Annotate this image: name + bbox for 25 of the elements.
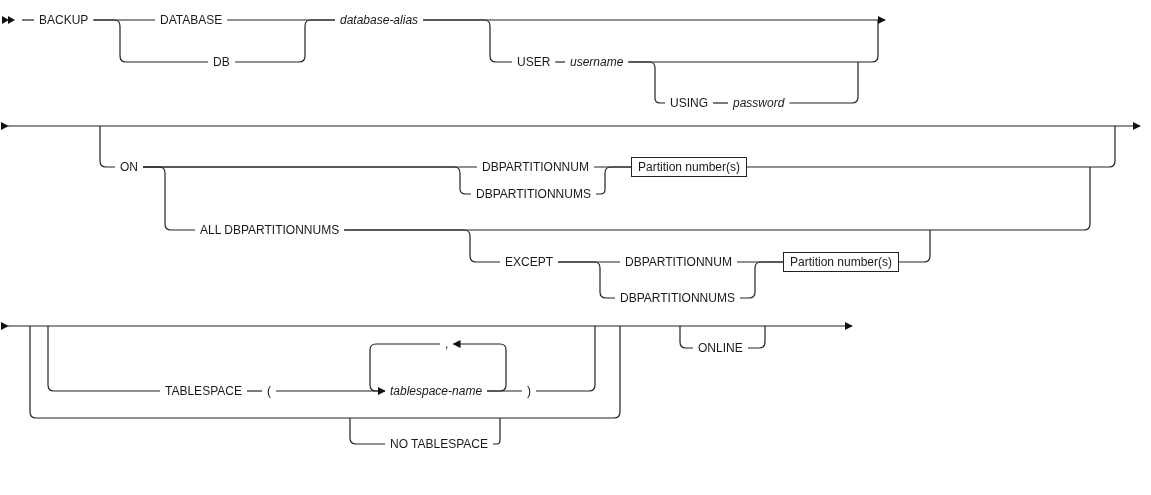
parameter-box: Partition number(s) [631,157,748,177]
connector-line [92,19,209,63]
connector-line [898,229,931,263]
parameter-box: Partition number(s) [783,252,900,272]
connector-line [343,166,1091,231]
connector-line [142,166,196,231]
connector-line [47,325,161,392]
connector-line [746,125,1116,168]
connector-line [21,19,35,21]
connector-line [739,261,784,299]
connector-line [234,19,336,63]
connector-line [788,61,859,104]
connector-line [369,343,441,395]
connector-line [595,166,632,195]
connector-line [535,325,596,392]
connector-line [747,325,766,349]
connector-line [679,325,694,349]
connector-line [492,417,501,445]
connector-line [349,417,386,445]
connector-line [452,340,507,392]
connector-line [627,19,879,63]
connector-line [554,61,566,63]
connector-line [422,16,886,24]
connector-line [246,390,263,392]
connector-line [712,102,729,104]
